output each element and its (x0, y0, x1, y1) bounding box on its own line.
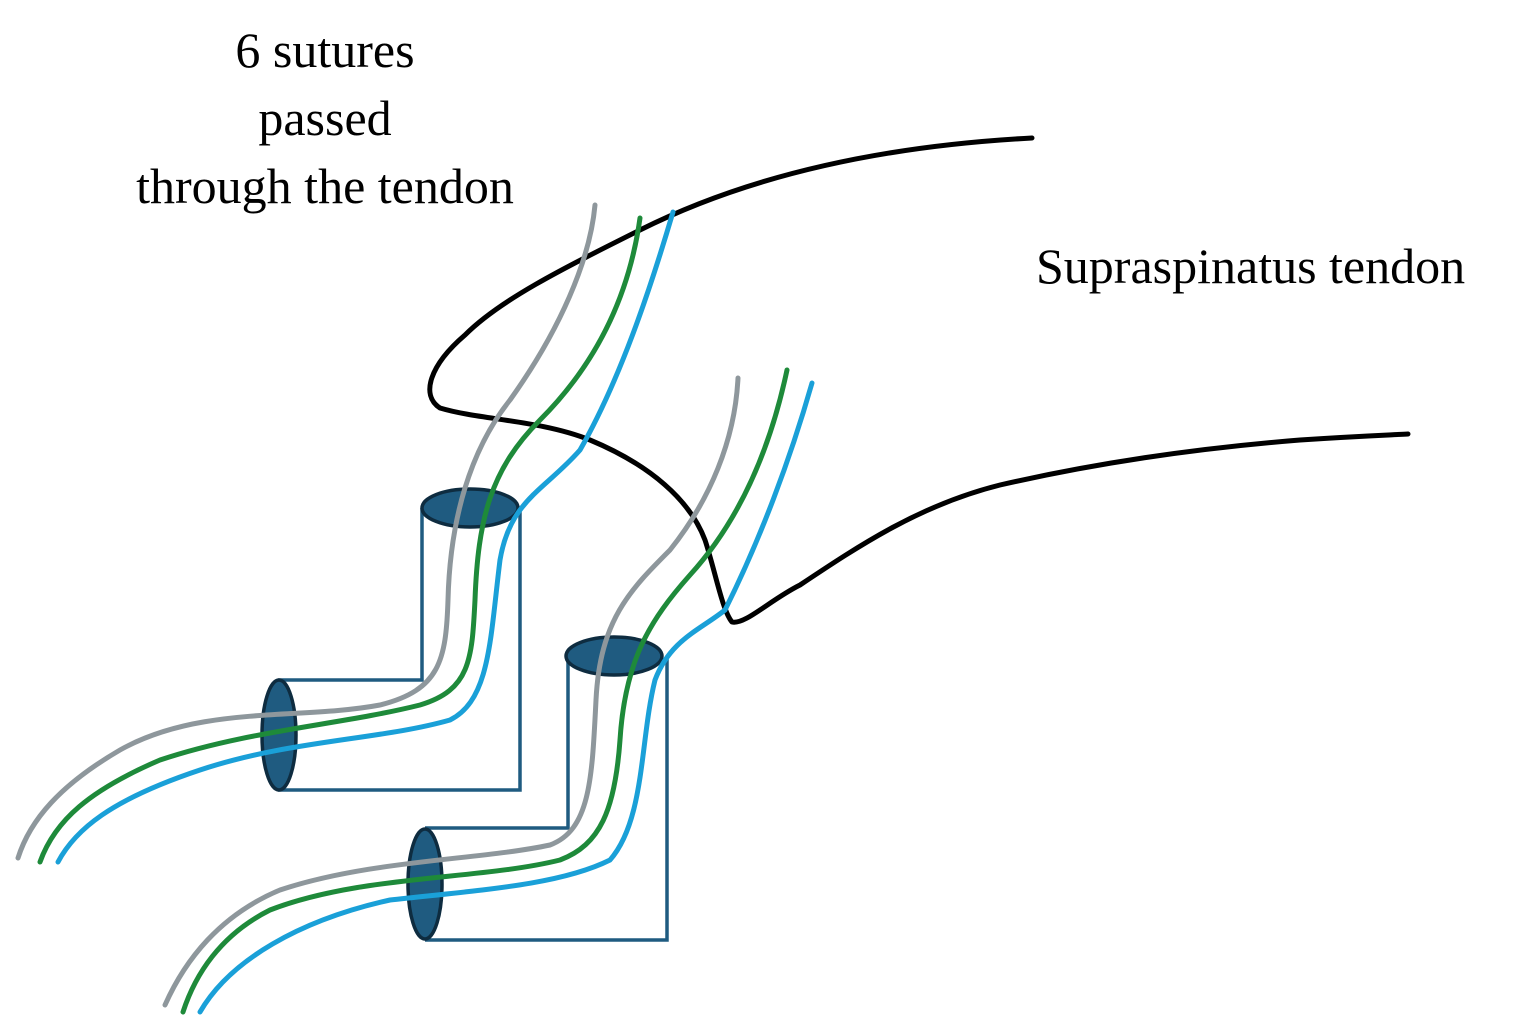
suture-lower-blue (197, 380, 815, 1015)
suture-upper-blue (55, 209, 676, 865)
anchor-lower-side-cap (406, 827, 444, 941)
sutures-label: 6 sutures passed through the tendon (100, 16, 550, 220)
tendon-label: Supraspinatus tendon (1036, 238, 1466, 294)
suture-lower-green (180, 367, 790, 1015)
anchor-upper-top-cap (420, 487, 520, 529)
anchor-lower-body (425, 656, 669, 942)
suture-upper-gray (15, 202, 598, 861)
tendon-outline-upper (427, 135, 1411, 625)
anchor-lower (406, 635, 669, 942)
anchor-upper-body (278, 508, 522, 792)
sutures-label-line-1: 6 sutures (235, 22, 415, 78)
sutures-label-line-3: through the tendon (136, 158, 514, 214)
suture-upper-green (37, 215, 643, 865)
anchor-lower-top-cap (564, 635, 664, 677)
anchor-upper (260, 487, 522, 792)
suture-lower-gray (162, 375, 741, 1008)
sutures-label-line-2: passed (258, 90, 392, 146)
